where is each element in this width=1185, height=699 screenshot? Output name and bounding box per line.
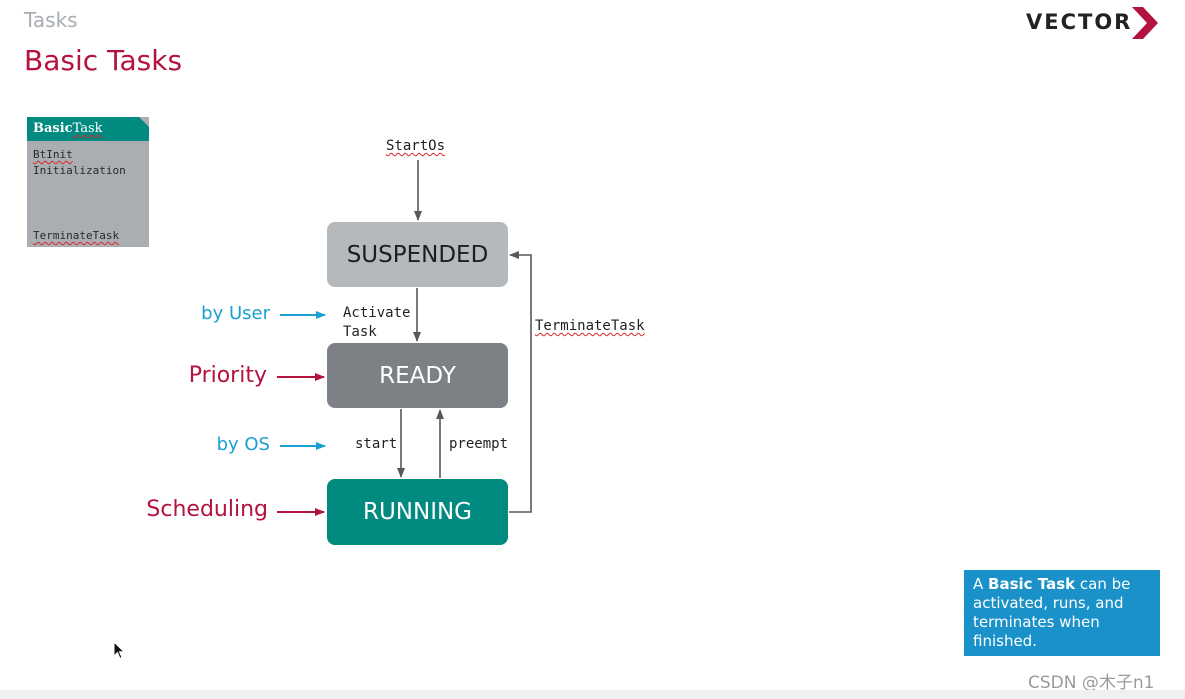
callout-prefix: A bbox=[973, 575, 989, 593]
label-by-user: by User bbox=[201, 303, 270, 324]
label-preempt: preempt bbox=[449, 436, 509, 452]
callout-suffix: can be activated, runs, and terminates w… bbox=[973, 575, 1131, 650]
logo-text: VECTOR bbox=[1026, 10, 1133, 34]
label-activate-line1: Activate bbox=[343, 305, 411, 321]
basic-task-card: BasicTask BtInit Initialization Terminat… bbox=[27, 117, 149, 247]
card-title-bold: Basic bbox=[33, 121, 73, 136]
card-line-terminatetask: TerminateTask bbox=[33, 229, 120, 242]
label-start: start bbox=[355, 436, 398, 452]
card-title-rest: Task bbox=[72, 121, 103, 136]
state-ready: READY bbox=[327, 343, 508, 408]
label-startos: StartOs bbox=[386, 138, 446, 154]
callout-bold: Basic Task bbox=[988, 575, 1076, 593]
chevron-right-icon bbox=[1132, 7, 1158, 39]
state-suspended: SUSPENDED bbox=[327, 222, 508, 287]
state-running: RUNNING bbox=[327, 479, 508, 545]
label-activate-line2: Task bbox=[343, 324, 377, 340]
label-scheduling: Scheduling bbox=[146, 497, 268, 522]
label-by-os: by OS bbox=[216, 434, 270, 455]
label-terminatetask: TerminateTask bbox=[535, 318, 645, 334]
card-header: BasicTask bbox=[27, 117, 149, 141]
card-line-initialization: Initialization bbox=[33, 164, 126, 177]
card-title: BasicTask bbox=[33, 121, 103, 136]
watermark: CSDN @木子n1 bbox=[1028, 673, 1155, 693]
bottom-bar bbox=[0, 690, 1185, 699]
info-callout: A Basic Task can be activated, runs, and… bbox=[964, 570, 1160, 656]
vector-logo: VECTOR bbox=[1026, 6, 1166, 40]
card-line-btinit: BtInit bbox=[33, 148, 73, 161]
page-title: Basic Tasks bbox=[24, 44, 183, 77]
breadcrumb: Tasks bbox=[24, 8, 78, 32]
label-priority: Priority bbox=[188, 363, 267, 388]
mouse-cursor-icon bbox=[113, 641, 126, 660]
arrow-terminate bbox=[509, 251, 532, 513]
